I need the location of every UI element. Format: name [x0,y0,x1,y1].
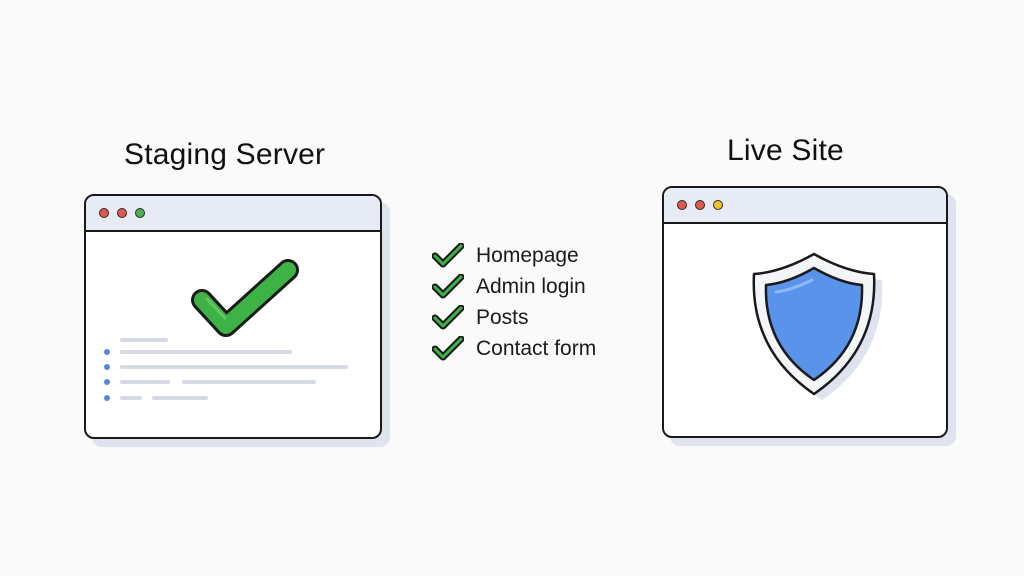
list-item: Admin login [432,271,596,302]
content-line [182,380,316,384]
list-item: Contact form [432,333,596,364]
bullet-dot [104,379,110,385]
content-line [120,365,348,369]
content-lines [104,338,348,401]
window-dot-red [677,200,687,210]
bullet-dot [104,349,110,355]
check-label-posts: Posts [476,305,529,329]
staging-window-titlebar [86,196,380,232]
content-line [120,380,170,384]
staging-server-title: Staging Server [124,138,326,171]
live-window-titlebar [664,188,946,224]
bullet-dot [104,395,110,401]
content-line [120,396,142,400]
test-checklist: Homepage Admin login Posts Contact form [432,240,596,364]
staging-window-content [104,259,348,401]
live-browser-window [662,186,948,438]
window-dot-red-2 [117,208,127,218]
staging-browser-window [84,194,382,439]
check-label-homepage: Homepage [476,243,579,267]
checkmark-icon [432,273,464,298]
check-label-contact-form: Contact form [476,336,597,360]
live-window-content [752,252,883,400]
window-dot-yellow [713,200,723,210]
checkmark-icon [191,259,299,337]
shield-icon [752,252,883,400]
content-line [152,396,208,400]
window-dot-red [99,208,109,218]
content-line [120,350,292,354]
checkmark-icon [432,304,464,329]
list-item: Posts [432,302,596,333]
list-item: Homepage [432,240,596,271]
window-dot-green [135,208,145,218]
checkmark-icon [432,335,464,360]
content-line [120,338,168,342]
checkmark-icon [432,242,464,267]
window-dot-red-2 [695,200,705,210]
check-label-admin-login: Admin login [476,274,586,298]
live-site-title: Live Site [727,134,844,167]
bullet-dot [104,364,110,370]
